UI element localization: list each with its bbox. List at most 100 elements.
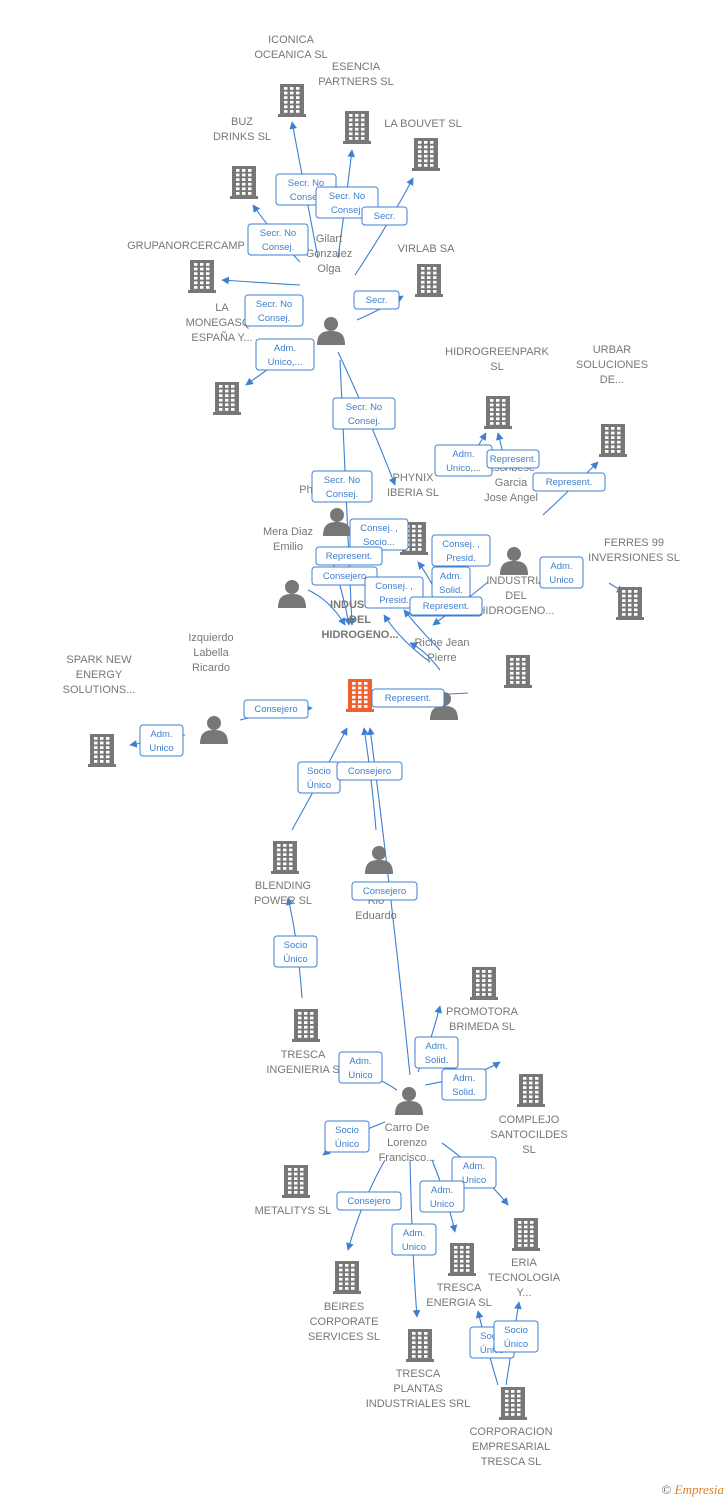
person-icon	[200, 716, 228, 744]
node-label: Garcia	[495, 477, 528, 489]
edge-label[interactable]: Consej. ,Socio...	[349, 518, 409, 551]
edge-label[interactable]: Consejero	[351, 881, 418, 901]
node-industria2[interactable]: INDUSTRIADELHIDROGENO...	[477, 575, 555, 688]
edge-label-text: Solid.	[452, 1087, 476, 1098]
node-label: BUZ	[231, 116, 253, 128]
edge-label-text: Consejero	[363, 886, 406, 897]
edge-label[interactable]: Adm.Unico	[451, 1156, 497, 1189]
edge-label-box	[414, 1036, 459, 1069]
edge-label-box	[336, 1191, 402, 1211]
footer-brand: © Empresia	[662, 1482, 725, 1498]
edge-label[interactable]: Adm.Solid.	[414, 1036, 459, 1069]
edge-label[interactable]: Adm.Unico,...	[255, 338, 315, 371]
edge-label-box	[431, 534, 491, 567]
edge-label[interactable]: Represent.	[409, 596, 483, 616]
edge-label[interactable]: Adm.Unico	[419, 1180, 465, 1213]
node-virlab[interactable]: VIRLAB SA	[398, 243, 456, 297]
node-label: DRINKS SL	[213, 131, 271, 143]
node-spark[interactable]: SPARK NEWENERGYSOLUTIONS...	[63, 654, 136, 767]
node-metalitys[interactable]: METALITYS SL	[255, 1165, 332, 1217]
node-label: DE...	[600, 374, 624, 386]
edge-label[interactable]: Represent.	[371, 688, 445, 708]
node-ph[interactable]: Ph	[299, 484, 351, 536]
node-label: LA	[215, 302, 229, 314]
edge-label[interactable]: Adm.Solid.	[431, 566, 471, 599]
edge-label-box	[361, 206, 408, 226]
edge-label-text: Presid.	[379, 595, 409, 606]
edge-label-box	[315, 546, 383, 566]
building-icon	[213, 382, 241, 415]
node-label: PLANTAS	[393, 1383, 442, 1395]
edge-label[interactable]: Represent.	[315, 546, 383, 566]
node-escribese[interactable]: EscribeseGarciaJose Angel	[484, 462, 538, 575]
edge-label[interactable]: Secr.	[353, 290, 400, 310]
node-bouvet[interactable]: LA BOUVET SL	[384, 118, 462, 171]
edge-label-text: Adm.	[452, 449, 474, 460]
edge-label-text: Secr.	[374, 211, 396, 222]
person-icon	[317, 317, 345, 345]
edge-label[interactable]: Consej. ,Presid.	[431, 534, 491, 567]
edge-label[interactable]: Adm.Solid.	[441, 1068, 487, 1101]
node-label: OCEANICA SL	[254, 49, 327, 61]
edge-label[interactable]: Adm.Unico	[539, 556, 584, 589]
node-urbar[interactable]: URBARSOLUCIONESDE...	[576, 344, 648, 457]
person-icon	[500, 547, 528, 575]
edge-label-text: Adm.	[274, 343, 296, 354]
edge-label-text: Secr. No	[329, 191, 365, 202]
node-eria[interactable]: ERIATECNOLOGIAY...	[488, 1218, 561, 1299]
node-label: METALITYS SL	[255, 1205, 332, 1217]
node-label: LA BOUVET SL	[384, 118, 461, 130]
edge-label-text: Consej.	[331, 205, 363, 216]
building-icon	[292, 1009, 320, 1042]
edge-label[interactable]: Adm.Unico,...	[434, 444, 493, 477]
edge-label[interactable]: Consejero	[336, 1191, 402, 1211]
node-label: BLENDING	[255, 880, 311, 892]
edge-label[interactable]: Adm.Unico	[139, 724, 184, 757]
node-label: Riche Jean	[414, 637, 469, 649]
edge-label[interactable]: Adm.Unico	[338, 1051, 383, 1084]
edge-label[interactable]: Adm.Unico	[391, 1223, 437, 1256]
edge-label[interactable]: Consejero	[336, 761, 403, 781]
person-icon	[365, 846, 393, 874]
node-carro[interactable]: Carro DeLorenzoFrancisco...	[379, 1087, 436, 1164]
edge-label[interactable]: Consejero	[243, 699, 309, 719]
node-label: TRESCA	[396, 1368, 441, 1380]
edge-label[interactable]: Represent.	[486, 449, 540, 469]
edge-label[interactable]: Consej. ,Presid.	[364, 576, 424, 609]
node-label: SERVICES SL	[308, 1331, 380, 1343]
edge-label[interactable]: Represent.	[532, 472, 606, 492]
edge-label[interactable]: Secr.	[361, 206, 408, 226]
edge-label-box	[353, 290, 400, 310]
person-icon	[323, 508, 351, 536]
node-buz[interactable]: BUZ DRINKS SL	[213, 116, 271, 199]
node-grupanor[interactable]: GRUPANORCERCAMP	[127, 240, 245, 293]
edge-label-box	[244, 294, 304, 327]
node-eduardo[interactable]: GRioEduardo	[355, 846, 397, 922]
edge-label[interactable]: Consejero	[311, 566, 378, 586]
